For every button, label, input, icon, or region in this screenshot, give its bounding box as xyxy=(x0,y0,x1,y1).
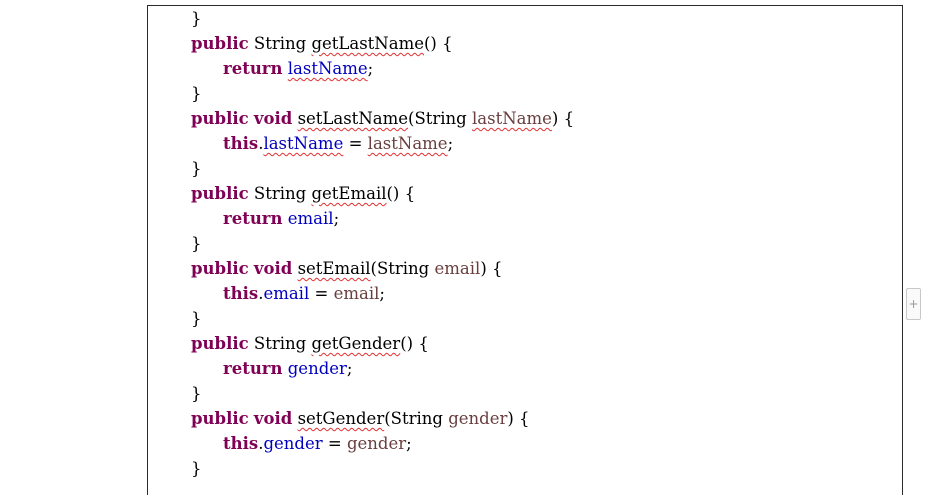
assignment-lastname: this.lastName = lastName; xyxy=(223,131,453,156)
assign-operator: = xyxy=(343,134,368,153)
method-name-setemail: setEmail xyxy=(297,259,371,278)
assign-operator: = xyxy=(309,284,334,303)
assignment-gender: this.gender = gender; xyxy=(223,431,412,456)
param-email: email xyxy=(434,259,481,278)
param-lastname: lastName xyxy=(367,134,448,153)
type-string: String xyxy=(253,34,307,53)
return-statement-email: return email; xyxy=(223,206,339,231)
assign-operator: = xyxy=(322,434,347,453)
method-signature-setemail: public void setEmail(String email) { xyxy=(191,256,503,281)
dot: . xyxy=(258,284,264,303)
assignment-email: this.email = email; xyxy=(223,281,385,306)
code-block: } public String getLastName() { return l… xyxy=(147,5,903,495)
paren-close: ) { xyxy=(507,409,530,428)
param-gender: gender xyxy=(346,434,407,453)
signature-open: () { xyxy=(400,334,429,353)
field-gender: gender xyxy=(263,434,323,453)
closing-brace-line: } xyxy=(191,81,202,106)
method-name-getlastname: getLastName xyxy=(311,34,424,53)
param-lastname: lastName xyxy=(472,109,552,128)
keyword-return: return xyxy=(223,209,283,228)
param-email: email xyxy=(333,284,380,303)
keyword-this: this xyxy=(223,284,259,303)
brace: } xyxy=(191,309,202,328)
brace: } xyxy=(191,234,202,253)
semicolon: ; xyxy=(406,434,412,453)
keyword-public: public xyxy=(191,409,249,428)
brace: } xyxy=(191,9,202,28)
brace: } xyxy=(191,384,202,403)
method-name-getgender: getGender xyxy=(311,334,401,353)
param-gender: gender xyxy=(448,409,508,428)
method-signature-setgender: public void setGender(String gender) { xyxy=(191,406,530,431)
field-lastname: lastName xyxy=(263,134,344,153)
field-lastname: lastName xyxy=(287,59,368,78)
semicolon: ; xyxy=(333,209,340,228)
keyword-this: this xyxy=(223,434,259,453)
brace: } xyxy=(191,459,202,478)
type-string: String xyxy=(390,409,443,428)
paren-open: ( xyxy=(370,259,377,278)
brace: } xyxy=(191,84,202,103)
semicolon: ; xyxy=(447,134,454,153)
closing-brace-line: } xyxy=(191,381,202,406)
type-string: String xyxy=(414,109,467,128)
brace: } xyxy=(191,159,202,178)
paren-close: ) { xyxy=(551,109,575,128)
keyword-return: return xyxy=(223,359,283,378)
keyword-void: void xyxy=(253,259,293,278)
closing-brace-line: } xyxy=(191,231,202,256)
signature-open: () { xyxy=(386,184,416,203)
paren-close: ) { xyxy=(480,259,503,278)
method-name-setlastname: setLastName xyxy=(297,109,409,128)
field-gender: gender xyxy=(287,359,347,378)
keyword-public: public xyxy=(191,34,249,53)
closing-brace-line: } xyxy=(191,306,202,331)
dot: . xyxy=(258,134,264,153)
semicolon: ; xyxy=(367,59,374,78)
keyword-public: public xyxy=(191,259,249,278)
field-email: email xyxy=(287,209,334,228)
keyword-void: void xyxy=(253,109,293,128)
keyword-public: public xyxy=(191,184,249,203)
method-name-getemail: getEmail xyxy=(311,184,387,203)
keyword-this: this xyxy=(223,134,259,153)
keyword-public: public xyxy=(191,109,249,128)
paren-open: ( xyxy=(384,409,391,428)
method-signature-getlastname: public String getLastName() { xyxy=(191,31,453,56)
closing-brace-line: } xyxy=(191,156,202,181)
keyword-return: return xyxy=(223,59,283,78)
type-string: String xyxy=(376,259,430,278)
type-string: String xyxy=(253,334,307,353)
return-statement-lastname: return lastName; xyxy=(223,56,373,81)
closing-brace-line: } xyxy=(191,6,202,31)
keyword-public: public xyxy=(191,334,249,353)
signature-open: () { xyxy=(424,34,453,53)
type-string: String xyxy=(253,184,307,203)
return-statement-gender: return gender; xyxy=(223,356,352,381)
keyword-void: void xyxy=(253,409,293,428)
field-email: email xyxy=(263,284,310,303)
closing-brace-line: } xyxy=(191,456,202,481)
semicolon: ; xyxy=(346,359,353,378)
method-signature-getgender: public String getGender() { xyxy=(191,331,429,356)
dot: . xyxy=(258,434,264,453)
semicolon: ; xyxy=(379,284,385,303)
method-signature-getemail: public String getEmail() { xyxy=(191,181,415,206)
method-name-setgender: setGender xyxy=(297,409,385,428)
add-paragraph-button[interactable]: + xyxy=(906,288,921,320)
plus-icon: + xyxy=(908,297,919,311)
method-signature-setlastname: public void setLastName(String lastName)… xyxy=(191,106,574,131)
paren-open: ( xyxy=(408,109,415,128)
